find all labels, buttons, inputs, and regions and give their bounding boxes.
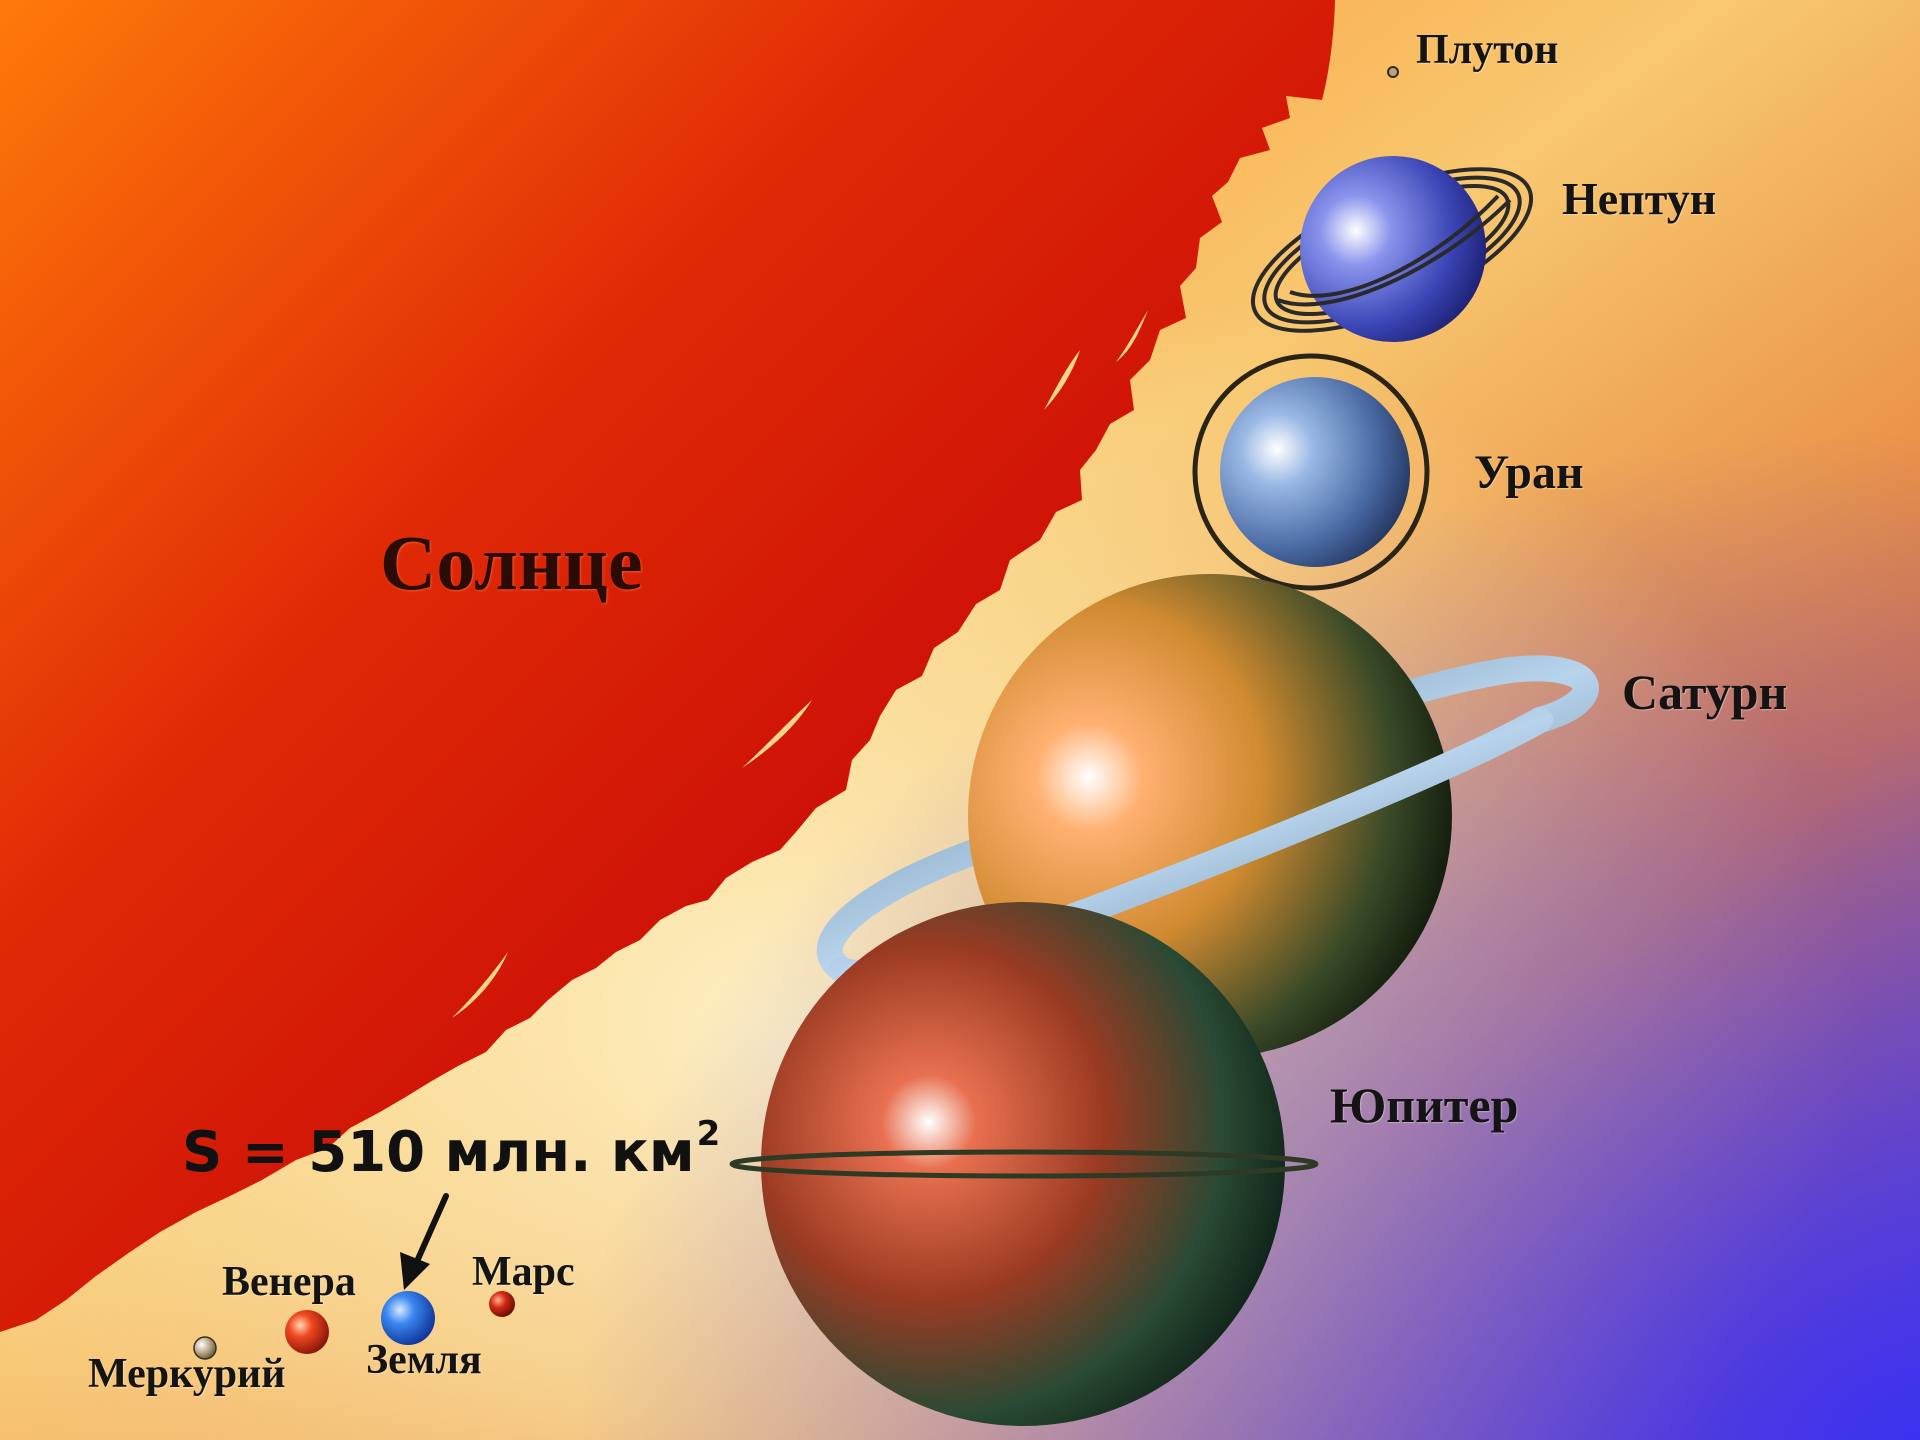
uranus-planet <box>1220 377 1410 567</box>
mercury-planet <box>193 1336 217 1360</box>
sun-flare <box>742 700 812 768</box>
jupiter-ring <box>729 1149 1319 1179</box>
earth-surface-area-value: S = 510 млн. км <box>182 1120 695 1185</box>
neptune-group <box>1250 156 1534 342</box>
saturn-label: Сатурн <box>1622 664 1788 720</box>
earth-arrow-head <box>400 1252 430 1290</box>
earth-planet <box>381 1291 435 1345</box>
sun-flare <box>1044 350 1080 410</box>
mercury-label: Меркурий <box>88 1351 286 1397</box>
uranus-ring <box>1192 353 1430 591</box>
uranus-group <box>1192 353 1430 591</box>
uranus-label: Уран <box>1474 446 1584 499</box>
jupiter-group <box>729 902 1319 1426</box>
sun-label: Солнце <box>380 519 643 606</box>
earth-surface-area-exponent: 2 <box>696 1114 721 1154</box>
sun-shape <box>0 0 1335 1332</box>
neptune-ring-front <box>1277 198 1512 307</box>
venus-label: Венера <box>222 1259 356 1305</box>
neptune-planet <box>1300 156 1486 342</box>
earth-surface-area-annotation: S = 510 млн. км2 <box>182 1114 720 1185</box>
pluto-planet <box>1387 66 1399 78</box>
venus-planet <box>285 1310 329 1354</box>
neptune-ring-front <box>1289 194 1500 298</box>
neptune-label: Нептун <box>1562 173 1717 224</box>
earth-label: Земля <box>366 1337 482 1383</box>
mars-planet <box>489 1291 515 1317</box>
jupiter-planet <box>761 902 1285 1426</box>
earth-arrow-shaft <box>411 1193 449 1271</box>
pluto-label: Плутон <box>1416 27 1559 73</box>
jupiter-label: Юпитер <box>1330 1077 1519 1133</box>
mars-label: Марс <box>472 1249 575 1295</box>
